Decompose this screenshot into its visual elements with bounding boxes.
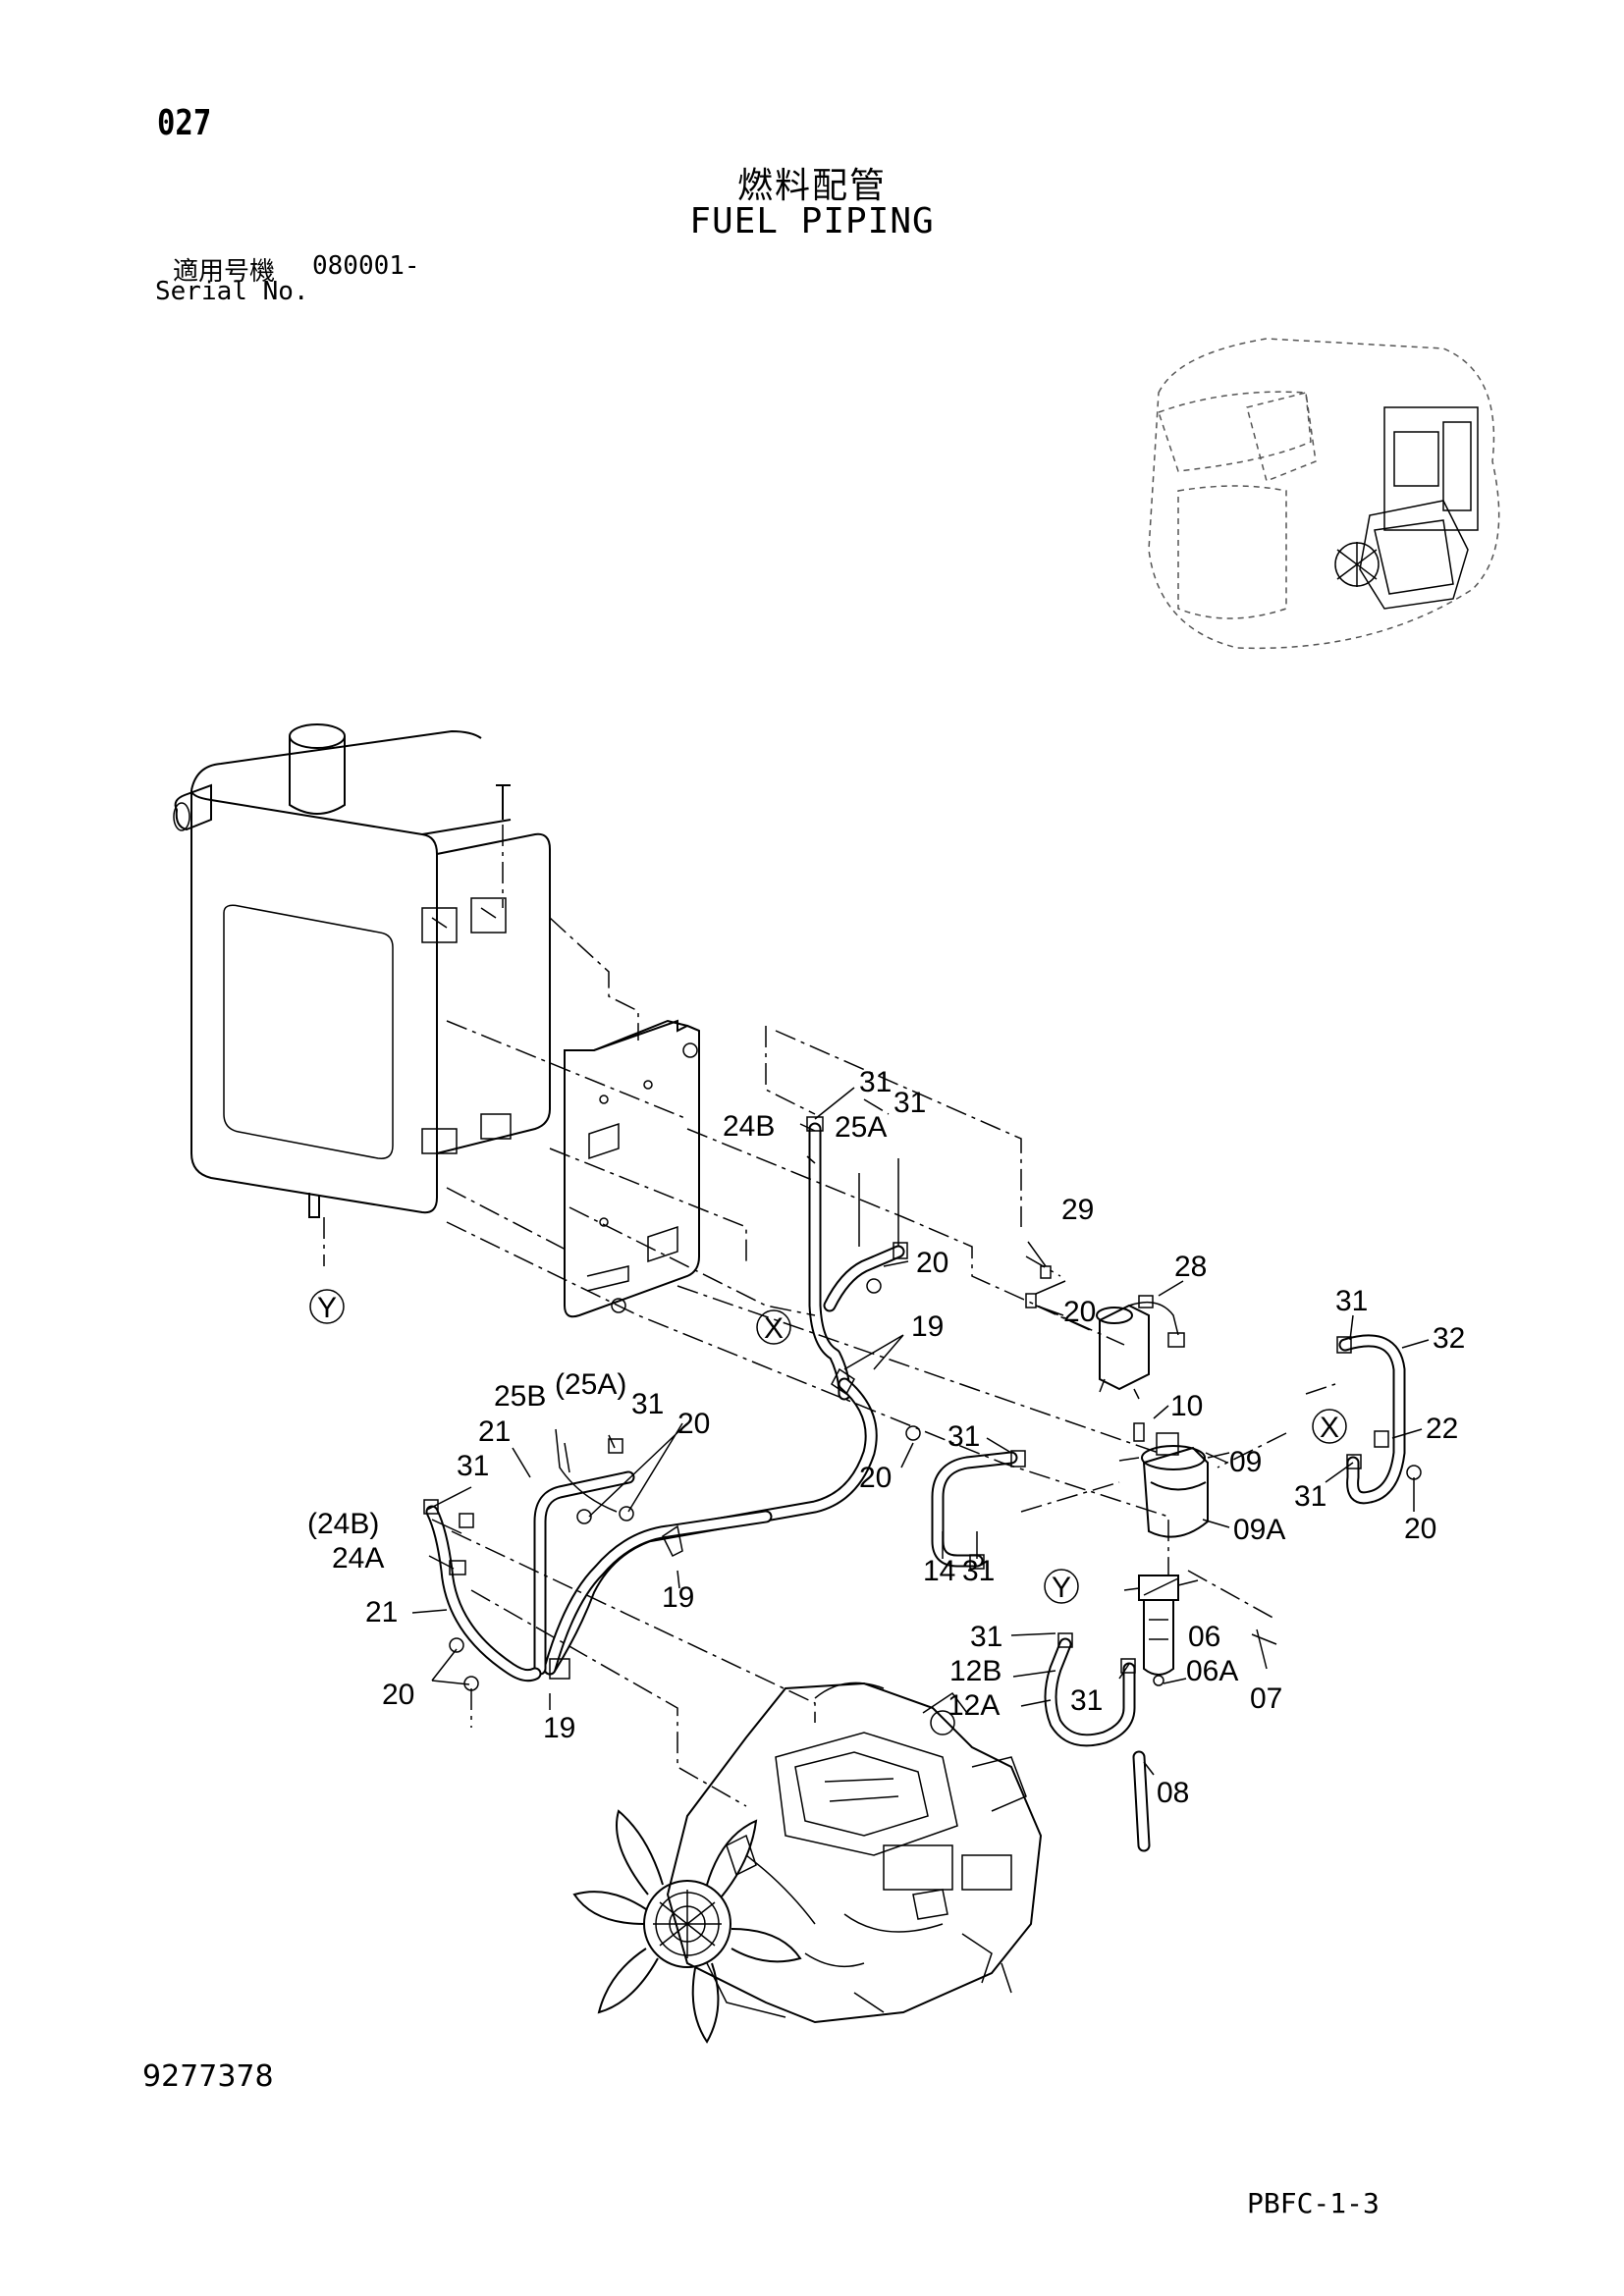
view-marker-y-label: Y bbox=[1052, 1572, 1071, 1604]
callout-06: 06 bbox=[1188, 1621, 1220, 1653]
engine-head-cover bbox=[775, 1732, 958, 1856]
callout-12b: 12B bbox=[949, 1655, 1001, 1687]
tank-inspection-cover bbox=[223, 904, 394, 1159]
callout-19: 19 bbox=[662, 1581, 694, 1614]
callout-31: 31 bbox=[970, 1621, 1002, 1653]
callout-20: 20 bbox=[859, 1462, 892, 1494]
inset-control-box bbox=[1383, 406, 1479, 531]
fan-blades bbox=[572, 1809, 802, 2044]
fuel-filter bbox=[1123, 1575, 1199, 1686]
bolt-07 bbox=[1251, 1633, 1277, 1645]
fuel-tank bbox=[173, 723, 551, 1218]
bolt bbox=[449, 1637, 464, 1653]
hose-clamp bbox=[449, 1560, 466, 1575]
fuel-hoses bbox=[425, 1122, 1406, 1852]
callout-21: 21 bbox=[478, 1415, 511, 1448]
callout-09a: 09A bbox=[1233, 1514, 1285, 1546]
hose-clamp bbox=[459, 1513, 474, 1528]
water-separator bbox=[1118, 1432, 1230, 1538]
callout-24a: 24A bbox=[332, 1542, 384, 1575]
callout-20: 20 bbox=[916, 1247, 948, 1279]
hose-clamp bbox=[1010, 1450, 1026, 1468]
hose-clamp bbox=[1346, 1454, 1362, 1469]
callout-19: 19 bbox=[911, 1310, 944, 1343]
hose-clamp bbox=[423, 1499, 439, 1515]
bolt-10 bbox=[1133, 1422, 1145, 1442]
callout-20: 20 bbox=[1404, 1513, 1436, 1545]
callout-31: 31 bbox=[962, 1555, 995, 1587]
view-marker-x-label: X bbox=[764, 1312, 784, 1345]
serial-number-value: 080001- bbox=[312, 251, 420, 281]
callout-19: 19 bbox=[543, 1712, 575, 1744]
callout-09: 09 bbox=[1229, 1446, 1262, 1478]
view-marker-y-label: Y bbox=[317, 1292, 337, 1324]
hose-clamp bbox=[1057, 1632, 1073, 1648]
callout-20: 20 bbox=[382, 1679, 414, 1711]
document-number: 9277378 bbox=[142, 2059, 274, 2094]
title-japanese: 燃料配管 bbox=[736, 166, 887, 206]
callout-21: 21 bbox=[365, 1596, 398, 1629]
callout-31: 31 bbox=[1294, 1480, 1326, 1513]
leader-lines bbox=[411, 1087, 1430, 1776]
serial-label-japanese: 適用号機 bbox=[173, 257, 276, 287]
locator-inset bbox=[1148, 338, 1500, 650]
bolt bbox=[905, 1425, 921, 1441]
hose-clamp bbox=[893, 1242, 908, 1259]
filler-cap bbox=[289, 723, 346, 749]
hose-clamp bbox=[1336, 1336, 1352, 1354]
bolt bbox=[619, 1506, 634, 1522]
callout-28: 28 bbox=[1174, 1251, 1207, 1283]
callout-24b-ref: (24B) bbox=[307, 1508, 379, 1540]
serial-label-english: Serial No. bbox=[155, 277, 309, 306]
callout-31: 31 bbox=[859, 1066, 892, 1098]
callout-14: 14 bbox=[923, 1555, 955, 1587]
callout-20: 20 bbox=[677, 1408, 710, 1440]
assembly-lines bbox=[323, 825, 1336, 1807]
callout-20: 20 bbox=[1063, 1296, 1096, 1328]
view-marker-y bbox=[1044, 1569, 1079, 1604]
callout-31: 31 bbox=[1335, 1285, 1368, 1317]
page-number: 027 bbox=[157, 103, 212, 143]
callout-31: 31 bbox=[947, 1420, 980, 1453]
fuel-pump bbox=[1096, 1295, 1185, 1400]
callout-31: 31 bbox=[1070, 1684, 1103, 1717]
callout-24b: 24B bbox=[723, 1110, 775, 1143]
callout-10: 10 bbox=[1170, 1390, 1203, 1422]
callout-31: 31 bbox=[631, 1388, 664, 1420]
view-marker-x bbox=[1312, 1409, 1347, 1444]
breather bbox=[174, 783, 212, 831]
hose-clamp bbox=[608, 1438, 623, 1454]
view-marker-y bbox=[309, 1289, 345, 1324]
callout-25a: 25A bbox=[835, 1111, 887, 1144]
callout-22: 22 bbox=[1426, 1413, 1458, 1445]
p-clip bbox=[549, 1658, 570, 1680]
callout-25a-ref: (25A) bbox=[555, 1368, 626, 1401]
bolt bbox=[576, 1509, 592, 1524]
bolt bbox=[1406, 1465, 1422, 1480]
p-clip bbox=[831, 1367, 855, 1396]
engine-assembly bbox=[572, 1682, 1043, 2044]
p-clip bbox=[662, 1524, 683, 1558]
part-callouts: 31 24B 25A 31 29 20 28 20 19 31 32 22 31… bbox=[307, 1066, 1465, 1809]
callout-08: 08 bbox=[1157, 1777, 1189, 1809]
page-title: FUEL PIPING bbox=[689, 201, 935, 241]
bolt bbox=[866, 1278, 882, 1294]
callout-07: 07 bbox=[1250, 1682, 1282, 1715]
mounting-bracket bbox=[564, 1019, 700, 1318]
hose-clamp bbox=[1120, 1658, 1136, 1674]
hose-clamp bbox=[1374, 1430, 1389, 1448]
view-markers: Y X X Y bbox=[309, 1289, 1347, 1604]
callout-29: 29 bbox=[1061, 1194, 1094, 1226]
view-marker-x-label: X bbox=[1320, 1412, 1339, 1444]
inset-engine bbox=[1359, 500, 1469, 610]
callout-31: 31 bbox=[457, 1450, 489, 1482]
callout-31: 31 bbox=[893, 1087, 926, 1119]
view-marker-x bbox=[756, 1309, 791, 1345]
callout-06a: 06A bbox=[1186, 1655, 1238, 1687]
callout-12a: 12A bbox=[947, 1689, 1000, 1722]
page-code: PBFC-1-3 bbox=[1247, 2187, 1380, 2219]
callout-25b: 25B bbox=[494, 1380, 546, 1413]
callout-32: 32 bbox=[1433, 1322, 1465, 1355]
